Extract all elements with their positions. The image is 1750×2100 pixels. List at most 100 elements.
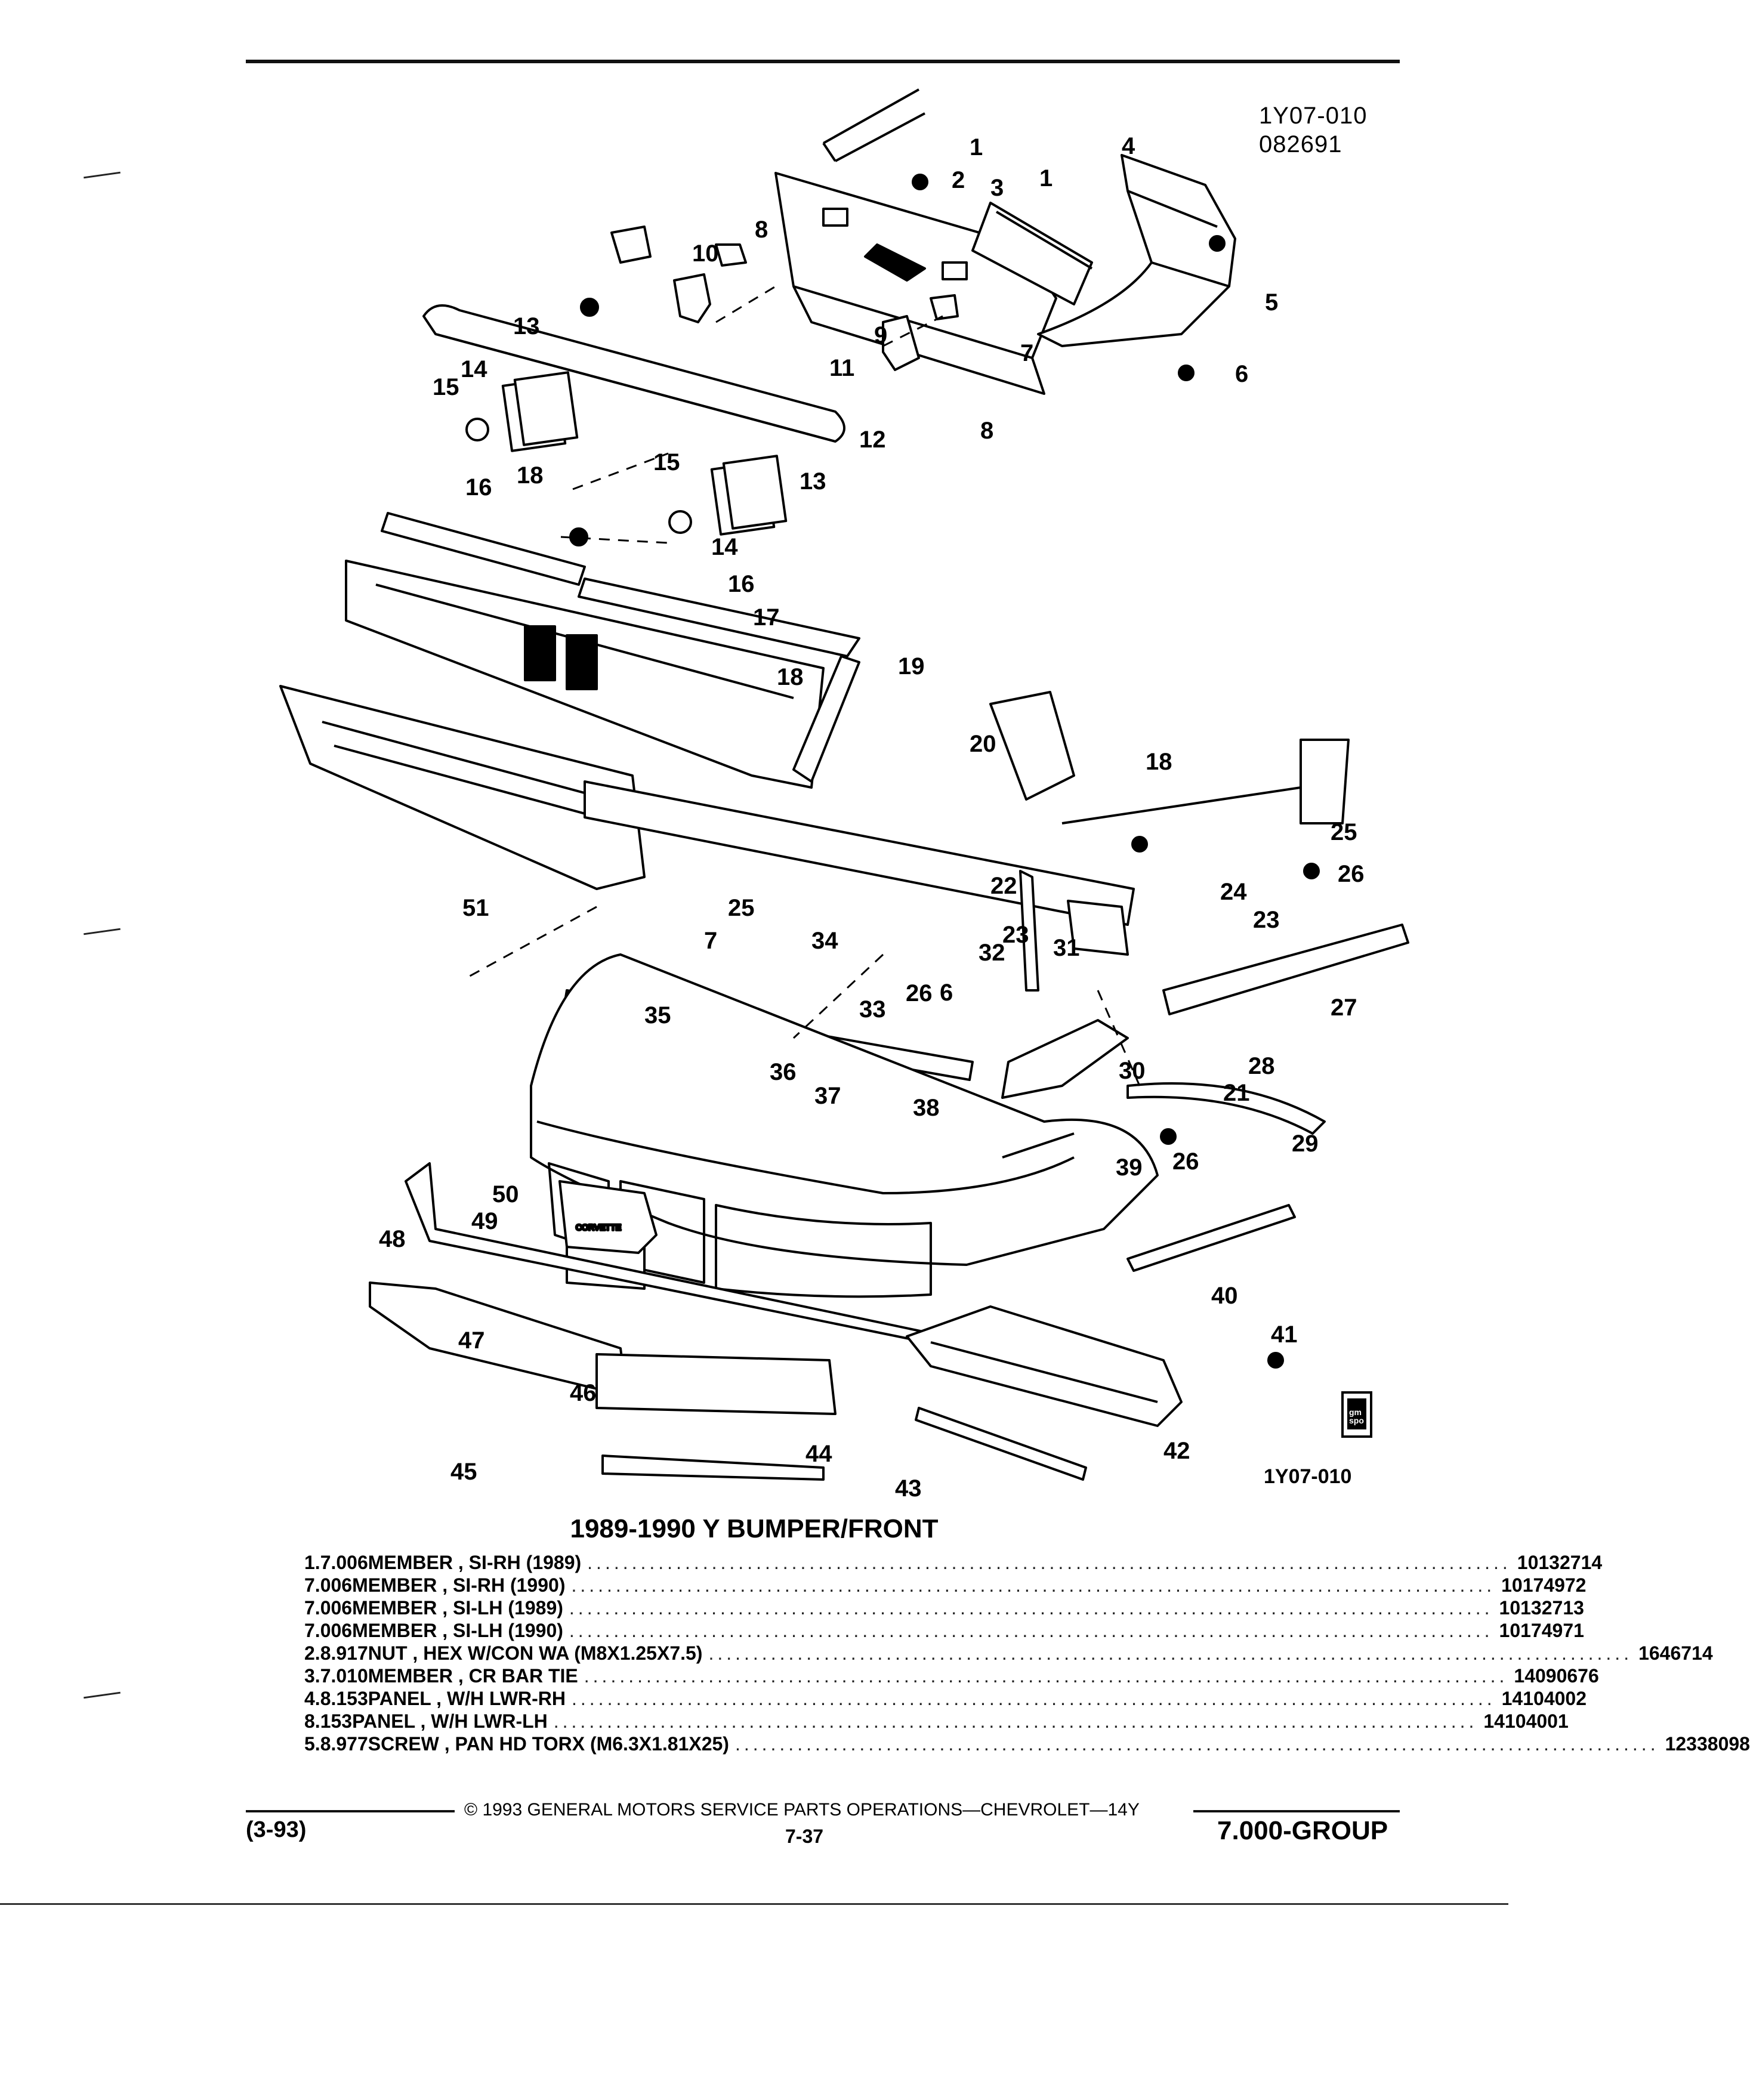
leader-dots: ........................................… xyxy=(587,1552,1511,1573)
callout-14: 14 xyxy=(461,356,487,382)
brackets xyxy=(610,226,959,371)
part-number: 10132714 xyxy=(1517,1552,1603,1573)
callout-16: 16 xyxy=(728,571,755,597)
callout-44: 44 xyxy=(805,1441,832,1467)
callout-8: 8 xyxy=(980,418,993,444)
callout-8: 8 xyxy=(755,217,768,243)
lower-panel xyxy=(906,1305,1183,1427)
section-title: 1989-1990 Y BUMPER/FRONT xyxy=(570,1514,939,1543)
footer-revision: (3-93) xyxy=(246,1817,307,1842)
callout-14: 14 xyxy=(711,534,738,560)
footer-group: 7.000-GROUP xyxy=(1217,1816,1388,1845)
margin-mark xyxy=(84,171,121,179)
callout-17: 17 xyxy=(753,604,780,631)
frame-brackets xyxy=(1019,870,1129,992)
callout-3: 3 xyxy=(990,175,1004,201)
callout-49: 49 xyxy=(471,1208,498,1234)
diagram-svg: CORVETTE 1 1 2 3 4 5 6 7 8 xyxy=(279,88,1409,1502)
wheelhouse-lower-panel xyxy=(1037,154,1236,347)
callout-45: 45 xyxy=(450,1459,477,1485)
callout-37: 37 xyxy=(814,1083,841,1109)
callout-10: 10 xyxy=(692,240,719,267)
parts-row: 3. 7.010 MEMBER , CR BAR TIE ...........… xyxy=(304,1664,1599,1687)
upper-bumper-beam xyxy=(422,304,845,443)
callout-31: 31 xyxy=(1053,935,1080,961)
part-description: PANEL , W/H LWR-RH xyxy=(368,1688,566,1709)
leader-dots: ........................................… xyxy=(571,1574,1496,1596)
part-code: 7.006 xyxy=(304,1620,353,1641)
parts-row: 7.006 MEMBER , SI-LH (1989) ............… xyxy=(304,1596,1584,1619)
callout-29: 29 xyxy=(1292,1131,1319,1157)
callout-30: 30 xyxy=(1119,1058,1146,1084)
part-description: MEMBER , CR BAR TIE xyxy=(368,1665,578,1687)
part-index: 1. xyxy=(304,1552,320,1573)
side-member-upper xyxy=(822,88,925,162)
leader-dots: ........................................… xyxy=(553,1710,1478,1732)
leader-dots: ........................................… xyxy=(569,1597,1493,1619)
margin-mark xyxy=(84,928,121,935)
callout-13: 13 xyxy=(513,313,540,339)
part-index: 3. xyxy=(304,1665,320,1687)
callout-1: 1 xyxy=(970,134,983,160)
callout-47: 47 xyxy=(458,1327,485,1354)
gm-logo-text: gm spo xyxy=(1349,1407,1364,1425)
side-molding xyxy=(1126,924,1409,1135)
parts-list: 1. 7.006 MEMBER , SI-RH (1989) .........… xyxy=(304,1551,1750,1755)
guide-lines xyxy=(465,285,1141,1086)
lower-absorber xyxy=(279,685,646,890)
callout-1: 1 xyxy=(1039,165,1053,192)
part-description: PANEL , W/H LWR-LH xyxy=(352,1710,548,1732)
part-number: 10132713 xyxy=(1499,1597,1584,1619)
part-code: 8.153 xyxy=(304,1710,353,1732)
plate-text: CORVETTE xyxy=(576,1222,621,1232)
callout-50: 50 xyxy=(492,1181,519,1208)
callout-35: 35 xyxy=(644,1002,671,1029)
callout-18: 18 xyxy=(517,462,544,489)
callout-48: 48 xyxy=(379,1226,406,1252)
callout-5: 5 xyxy=(1265,289,1278,316)
parts-row: 2. 8.917 NUT , HEX W/CON WA (M8X1.25X7.5… xyxy=(304,1642,1713,1664)
callout-41: 41 xyxy=(1271,1321,1298,1348)
callout-25: 25 xyxy=(1331,819,1357,845)
callout-20: 20 xyxy=(970,731,996,757)
callout-34: 34 xyxy=(811,928,838,954)
footer-copyright: © 1993 GENERAL MOTORS SERVICE PARTS OPER… xyxy=(464,1800,1140,1820)
leader-dots: ........................................… xyxy=(569,1620,1493,1641)
leader-dots: ........................................… xyxy=(708,1642,1633,1664)
parts-row: 4. 8.153 PANEL , W/H LWR-RH ............… xyxy=(304,1687,1587,1710)
callout-2: 2 xyxy=(952,167,965,193)
parts-row: 8.153 PANEL , W/H LWR-LH ...............… xyxy=(304,1710,1569,1732)
leader-dots: ........................................… xyxy=(572,1688,1496,1709)
footer-page-number: 7-37 xyxy=(785,1826,824,1847)
callout-26: 26 xyxy=(1172,1148,1199,1175)
callout-51: 51 xyxy=(462,895,489,921)
part-code: 7.010 xyxy=(320,1665,368,1687)
callout-15: 15 xyxy=(653,449,680,475)
part-number: 14090676 xyxy=(1514,1665,1599,1687)
header-ids: 1Y07-010 082691 xyxy=(1259,101,1367,159)
callout-23: 23 xyxy=(1002,922,1029,948)
callout-38: 38 xyxy=(913,1095,940,1121)
part-code: 8.917 xyxy=(320,1642,368,1664)
margin-mark xyxy=(84,1691,121,1699)
exploded-parts-diagram: CORVETTE 1 1 2 3 4 5 6 7 8 xyxy=(279,88,1420,1502)
gm-spo-logo: gm spo xyxy=(1341,1391,1372,1438)
leader-dots: ........................................… xyxy=(584,1665,1508,1687)
lower-strip xyxy=(915,1407,1087,1481)
air-deflector xyxy=(369,1281,628,1397)
top-rule xyxy=(246,60,1400,63)
gm-logo-block xyxy=(1347,1398,1366,1429)
callout-43: 43 xyxy=(895,1475,922,1502)
footer-rule-left xyxy=(246,1810,455,1812)
callout-18: 18 xyxy=(1146,749,1172,775)
callout-7: 7 xyxy=(704,928,717,954)
fascia-bracket xyxy=(1001,1019,1129,1099)
part-index: 4. xyxy=(304,1688,320,1709)
part-number: 10174971 xyxy=(1499,1620,1584,1641)
callout-7: 7 xyxy=(1020,340,1033,366)
callout-40: 40 xyxy=(1211,1283,1238,1309)
callout-27: 27 xyxy=(1331,995,1357,1021)
brace xyxy=(792,655,860,783)
energy-absorber xyxy=(345,560,825,789)
part-number: 10174972 xyxy=(1501,1574,1587,1596)
